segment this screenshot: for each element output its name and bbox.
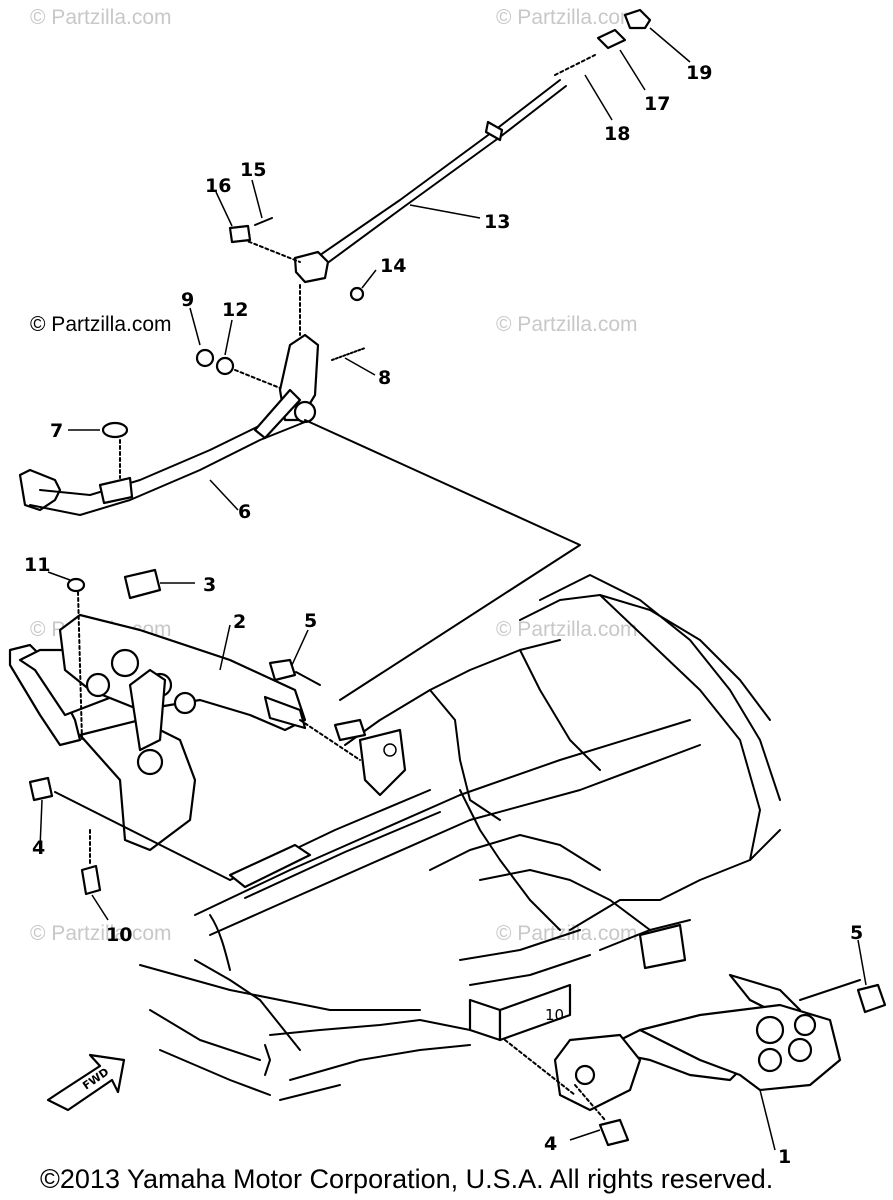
right-footrest-drawing [504,973,887,1147]
watermark: © Partzilla.com [30,313,172,336]
callout-11: 11 [24,554,50,576]
callout-7: 7 [50,420,63,442]
callout-2: 2 [233,611,246,633]
watermark: © Partzilla.com [496,313,638,336]
watermark: © Partzilla.com [496,618,638,641]
callout-1: 1 [778,1146,791,1168]
callout-9: 9 [181,289,194,311]
left-footrest-drawing [8,568,367,896]
callout-18: 18 [604,123,630,145]
brake-pedal-drawing [18,217,581,701]
callout-12: 12 [222,299,248,321]
callout-4: 4 [544,1133,557,1155]
watermark: © Partzilla.com [30,6,172,29]
callout-3: 3 [203,574,216,596]
fwd-arrow: FWD [46,1053,126,1112]
callout-5: 5 [850,922,863,944]
callout-17: 17 [644,93,670,115]
callout-14: 14 [380,255,406,277]
callout-4: 4 [32,837,45,859]
callout-19: 19 [686,62,712,84]
callout-10: 10 [106,924,132,946]
brake-rod-assembly [309,8,652,271]
callout-8: 8 [378,367,391,389]
watermark: © Partzilla.com [496,6,638,29]
callout-15: 15 [240,159,266,181]
frame-stamp: 10 [545,1006,564,1024]
leader-lines [39,27,867,1151]
frame-drawing: 10 [139,574,781,1101]
watermark: © Partzilla.com [30,922,172,945]
callout-5: 5 [304,610,317,632]
callout-13: 13 [484,211,510,233]
callout-6: 6 [238,501,251,523]
copyright-notice: ©2013 Yamaha Motor Corporation, U.S.A. A… [40,1164,774,1194]
callout-16: 16 [205,175,231,197]
